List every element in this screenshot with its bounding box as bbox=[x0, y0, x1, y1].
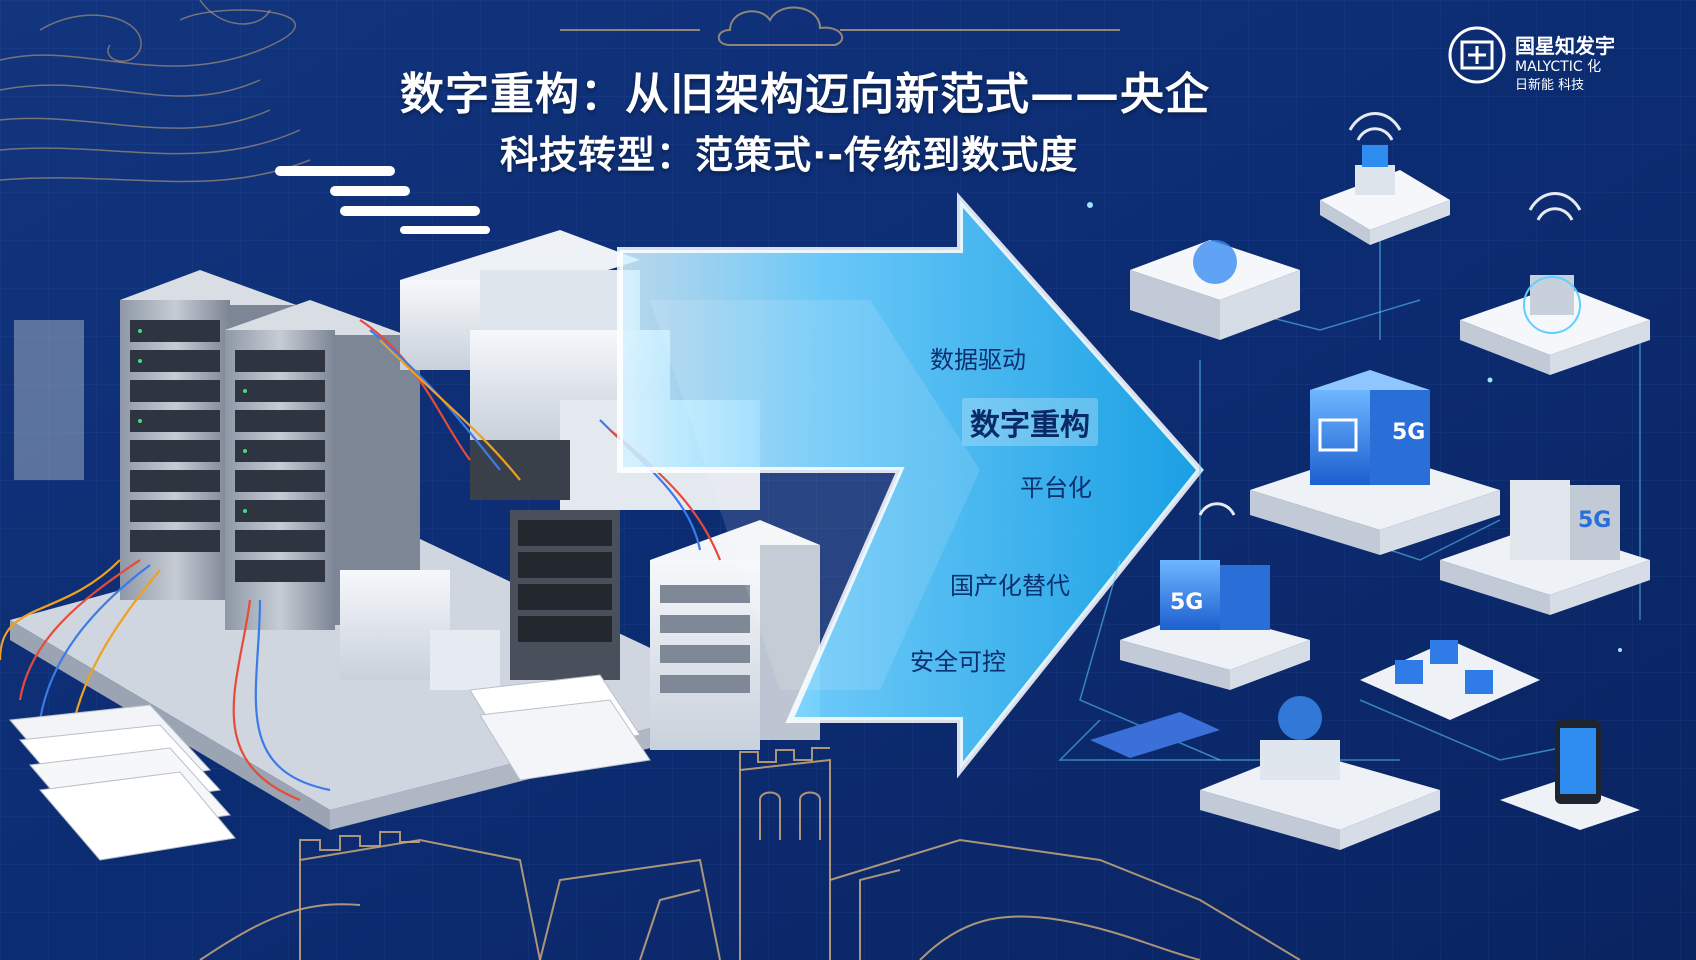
logo-latin: MALYCTIC 化 bbox=[1515, 59, 1602, 75]
badge-5g-right: 5G bbox=[1578, 508, 1612, 533]
logo-tagline: 日新能 科技 bbox=[1515, 78, 1585, 93]
page-subtitle: 科技转型：范策式·-传统到数式度 bbox=[500, 133, 1079, 177]
great-wall-line-art bbox=[199, 747, 1301, 960]
cloud-swirl-decoration bbox=[0, 0, 311, 183]
arrow-label-data-driven: 数据驱动 bbox=[930, 346, 1026, 374]
wifi-signal-icon bbox=[1198, 112, 1582, 516]
logo-name: 国星知发宇 bbox=[1515, 34, 1615, 58]
legacy-server-room bbox=[0, 230, 820, 861]
sparkle-icon bbox=[1087, 202, 1622, 652]
arrow-label-secure-control: 安全可控 bbox=[910, 648, 1006, 676]
white-cloud-decoration bbox=[275, 166, 490, 234]
paper-documents bbox=[9, 674, 651, 861]
digital-platform-network bbox=[1058, 112, 1650, 850]
arrow-label-platformization: 平台化 bbox=[1020, 474, 1092, 502]
transformation-arrow bbox=[617, 192, 1204, 779]
cloud-icon bbox=[560, 6, 1120, 46]
badge-5g-center: 5G bbox=[1392, 420, 1426, 445]
page-title: 数字重构：从旧架构迈向新范式——央企 bbox=[400, 69, 1210, 120]
badge-5g-left: 5G bbox=[1170, 590, 1204, 615]
company-logo-icon bbox=[1448, 26, 1506, 84]
arrow-label-digital-reconstruction: 数字重构 bbox=[962, 398, 1098, 446]
arrow-label-localization: 国产化替代 bbox=[950, 572, 1070, 600]
